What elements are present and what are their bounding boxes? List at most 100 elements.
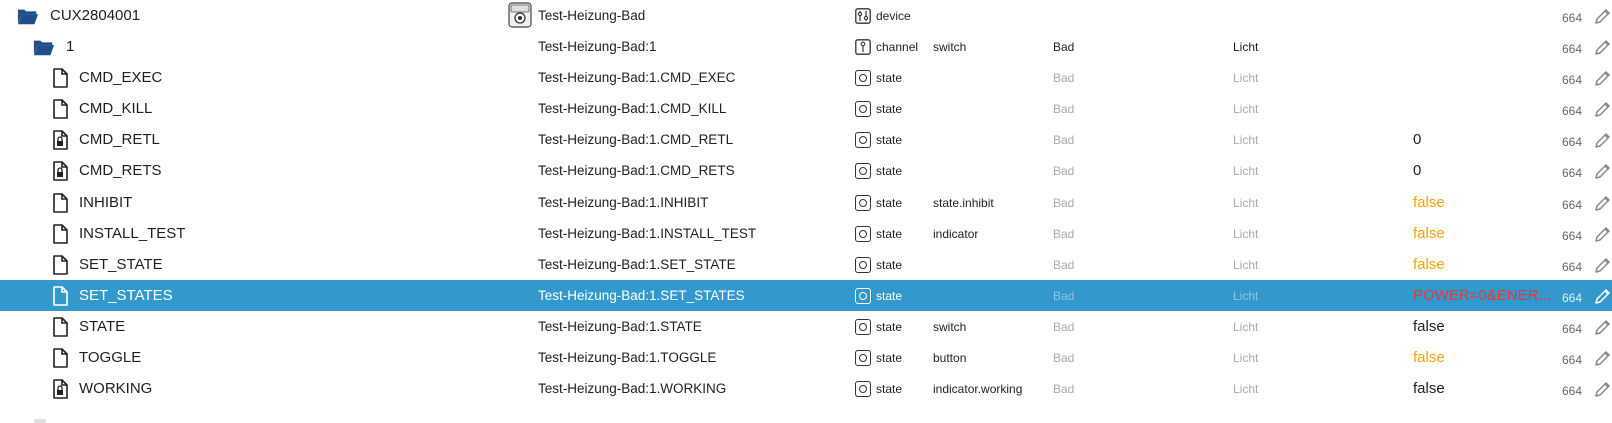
object-room: Bad [1053, 382, 1075, 397]
object-type: state [876, 133, 903, 148]
file-icon [49, 347, 71, 369]
object-role: state.inhibit [933, 195, 994, 210]
edit-pencil-icon[interactable] [1594, 225, 1612, 243]
file-lock-icon [49, 129, 71, 151]
object-acl: 664 [1562, 290, 1583, 305]
object-acl: 664 [1562, 228, 1583, 243]
object-id: Test-Heizung-Bad:1.SET_STATE [538, 256, 736, 272]
state-type-icon [855, 287, 871, 304]
object-id: Test-Heizung-Bad [538, 8, 646, 23]
edit-pencil-icon[interactable] [1594, 69, 1612, 87]
edit-pencil-icon[interactable] [1594, 318, 1612, 336]
file-icon [49, 192, 71, 214]
file-icon [49, 254, 71, 276]
object-value[interactable]: false [1413, 224, 1445, 242]
object-role: switch [933, 40, 967, 55]
folder-open-icon[interactable] [33, 36, 55, 58]
object-acl: 664 [1562, 166, 1583, 181]
edit-pencil-icon[interactable] [1594, 194, 1612, 212]
object-name: TOGGLE [79, 349, 142, 367]
object-value[interactable]: 0 [1413, 162, 1422, 180]
object-value[interactable]: false [1413, 193, 1445, 211]
state-row[interactable]: INSTALL_TEST Test-Heizung-Bad:1.INSTALL_T… [0, 218, 1612, 249]
file-icon [49, 285, 71, 307]
object-role: switch [933, 319, 967, 334]
object-type: state [876, 351, 903, 366]
file-icon [49, 316, 71, 338]
folder-open-icon[interactable] [17, 5, 39, 27]
object-function: Licht [1233, 102, 1259, 117]
object-acl: 664 [1562, 384, 1583, 399]
object-type: device [876, 9, 911, 23]
object-role: indicator.working [933, 382, 1023, 397]
object-type: state [876, 164, 903, 179]
file-lock-icon [49, 378, 71, 400]
object-id: Test-Heizung-Bad:1.TOGGLE [538, 350, 717, 366]
object-name: INSTALL_TEST [79, 224, 186, 242]
object-name: INHIBIT [79, 193, 133, 211]
object-id: Test-Heizung-Bad:1.CMD_EXEC [538, 70, 736, 86]
object-value[interactable]: false [1413, 317, 1445, 335]
object-acl: 664 [1562, 259, 1583, 274]
object-name: CMD_RETL [79, 131, 160, 149]
object-function: Licht [1233, 288, 1259, 303]
edit-pencil-icon[interactable] [1594, 380, 1612, 398]
object-function: Licht [1233, 133, 1259, 148]
object-function: Licht [1233, 257, 1259, 272]
edit-pencil-icon[interactable] [1594, 100, 1612, 118]
object-acl: 664 [1562, 353, 1583, 368]
object-type: state [876, 288, 903, 303]
object-name: SET_STATES [79, 286, 173, 304]
object-function: Licht [1233, 40, 1259, 55]
edit-pencil-icon[interactable] [1594, 38, 1612, 56]
object-acl: 664 [1562, 11, 1583, 25]
object-value[interactable]: 0 [1413, 131, 1422, 149]
edit-pencil-icon[interactable] [1594, 131, 1612, 149]
object-acl: 664 [1562, 42, 1583, 57]
object-type: state [876, 382, 903, 397]
object-value[interactable]: false [1413, 380, 1445, 398]
edit-pencil-icon[interactable] [1594, 349, 1612, 367]
object-room: Bad [1053, 351, 1075, 366]
object-room: Bad [1053, 133, 1075, 148]
state-type-icon [855, 318, 871, 335]
object-id: Test-Heizung-Bad:1.CMD_KILL [538, 101, 727, 117]
device-image-icon [508, 2, 532, 28]
object-id: Test-Heizung-Bad:1.STATE [538, 318, 702, 334]
object-room: Bad [1053, 257, 1075, 272]
object-role: indicator [933, 226, 979, 241]
state-type-icon [855, 132, 871, 149]
edit-pencil-icon[interactable] [1594, 162, 1612, 180]
object-function: Licht [1233, 226, 1259, 241]
object-function: Licht [1233, 382, 1259, 397]
object-id: Test-Heizung-Bad:1.INSTALL_TEST [538, 225, 757, 241]
edit-pencil-icon[interactable] [1594, 287, 1612, 305]
edit-pencil-icon[interactable] [1594, 256, 1612, 274]
object-room: Bad [1053, 102, 1075, 117]
object-value[interactable]: POWER=0&ENER... [1413, 286, 1551, 304]
object-type: state [876, 102, 903, 117]
edit-pencil-icon[interactable] [1594, 7, 1612, 25]
object-acl: 664 [1562, 73, 1583, 88]
state-type-icon [855, 350, 871, 367]
file-icon [49, 223, 71, 245]
object-id: Test-Heizung-Bad:1.WORKING [538, 381, 727, 397]
object-value[interactable]: false [1413, 349, 1445, 367]
object-value[interactable]: false [1413, 255, 1445, 273]
state-type-icon [855, 163, 871, 180]
object-room: Bad [1053, 288, 1075, 303]
file-icon [49, 98, 71, 120]
object-acl: 664 [1562, 135, 1583, 150]
